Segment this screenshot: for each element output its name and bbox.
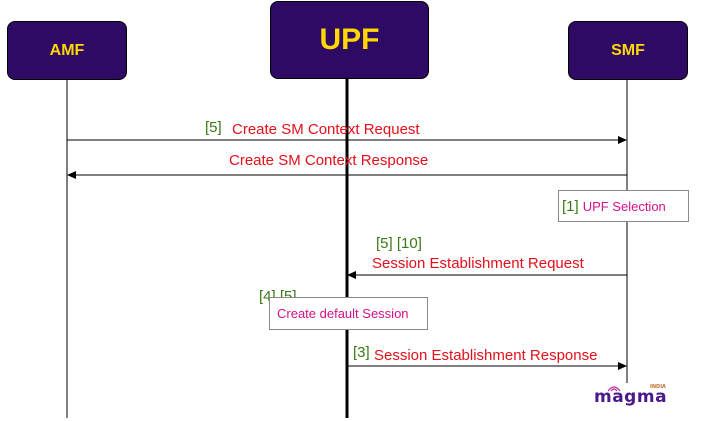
signal-icon (607, 386, 621, 392)
smf-node: SMF (568, 21, 688, 80)
smf-label: SMF (611, 41, 645, 59)
logo-tag: INDIA (650, 384, 666, 390)
message-ref-session-establishment-response: [3] (353, 344, 370, 361)
note-ref-upf-selection: [1] (562, 197, 579, 215)
upf-label: UPF (319, 23, 380, 56)
message-ref-session-establishment-request: [5] [10] (376, 235, 422, 252)
message-label-session-establishment-request: Session Establishment Request (372, 255, 584, 272)
amf-node: AMF (7, 21, 127, 80)
note-label-upf-selection: UPF Selection (582, 198, 666, 214)
magma-logo: magma INDIA (592, 382, 672, 410)
message-label-create-sm-context-request: Create SM Context Request (232, 121, 420, 138)
amf-label: AMF (49, 41, 85, 59)
message-label-session-establishment-response: Session Establishment Response (374, 347, 598, 364)
note-label-create-default-session: Create default Session (277, 306, 409, 321)
note-create-default-session: Create default Session (269, 297, 428, 330)
upf-node: UPF (270, 1, 429, 79)
message-label-create-sm-context-response: Create SM Context Response (229, 152, 429, 169)
logo-word: magma (594, 387, 668, 407)
note-upf-selection: [1] UPF Selection (558, 190, 689, 222)
message-ref-create-sm-context-request: [5] (205, 119, 222, 136)
